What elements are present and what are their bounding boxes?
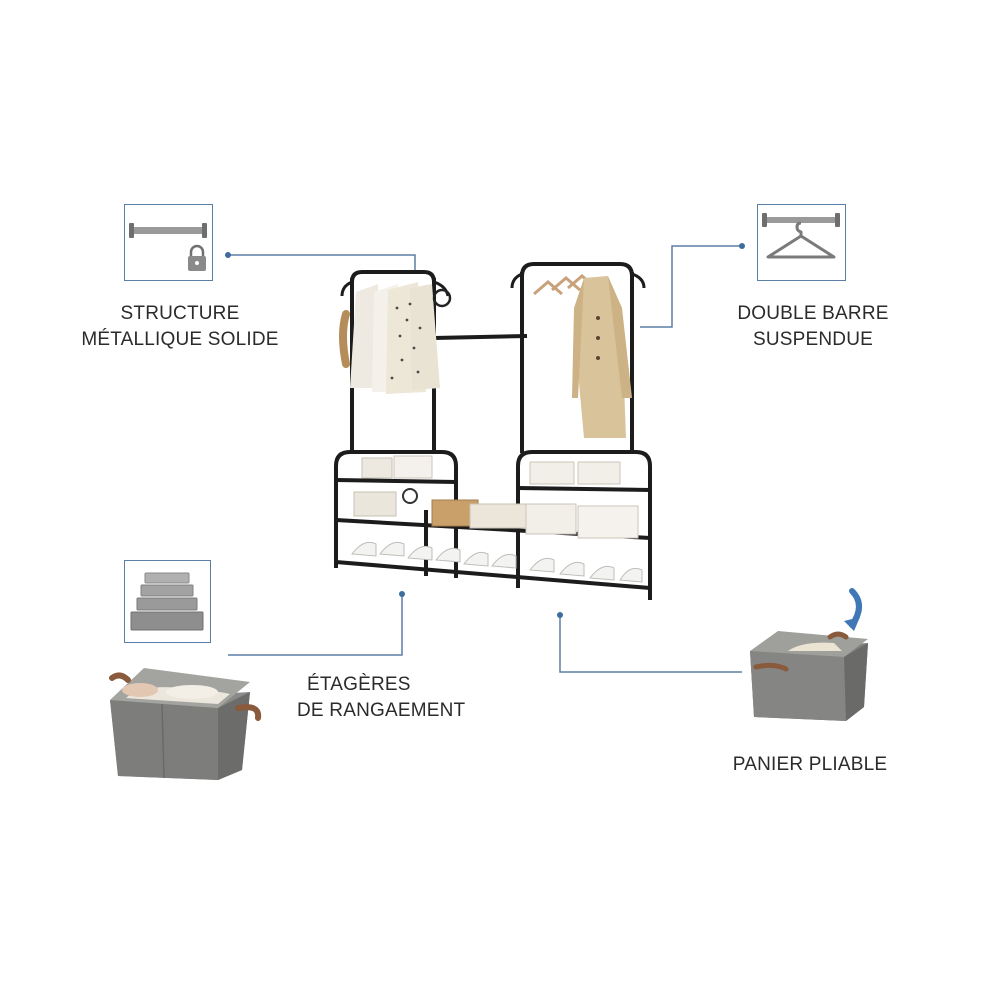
connector-double-bar [640, 245, 742, 328]
connector-shelves [228, 594, 403, 656]
connector-dot [739, 243, 745, 249]
label-line: STRUCTURE [120, 303, 240, 324]
fabric-basket-icon [750, 588, 868, 721]
rod-with-hanger-icon [757, 204, 846, 281]
stacked-boxes-icon [124, 560, 211, 643]
label-line: SUSPENDUE [752, 329, 874, 350]
label-line: DE RANGAEMENT [297, 700, 466, 721]
label-shelves: ÉTAGÈRES DE RANGAEMENT [278, 672, 498, 724]
fabric-basket-icon [109, 668, 262, 780]
label-line: MÉTALLIQUE SOLIDE [81, 329, 279, 350]
connector-structure [228, 254, 416, 270]
label-line: PANIER PLIABLE [732, 754, 888, 775]
label-basket: PANIER PLIABLE [700, 752, 920, 778]
connector-dot [225, 252, 231, 258]
clothes-rack-illustration [334, 262, 652, 600]
label-structure: STRUCTURE MÉTALLIQUE SOLIDE [60, 301, 300, 353]
rod-with-padlock-icon [124, 204, 213, 281]
label-line: DOUBLE BARRE [737, 303, 889, 324]
label-line: ÉTAGÈRES [307, 674, 411, 695]
connector-dot [399, 591, 405, 597]
connector-basket [559, 615, 742, 673]
connector-dot [557, 612, 563, 618]
label-double-bar: DOUBLE BARRE SUSPENDUE [713, 301, 913, 353]
